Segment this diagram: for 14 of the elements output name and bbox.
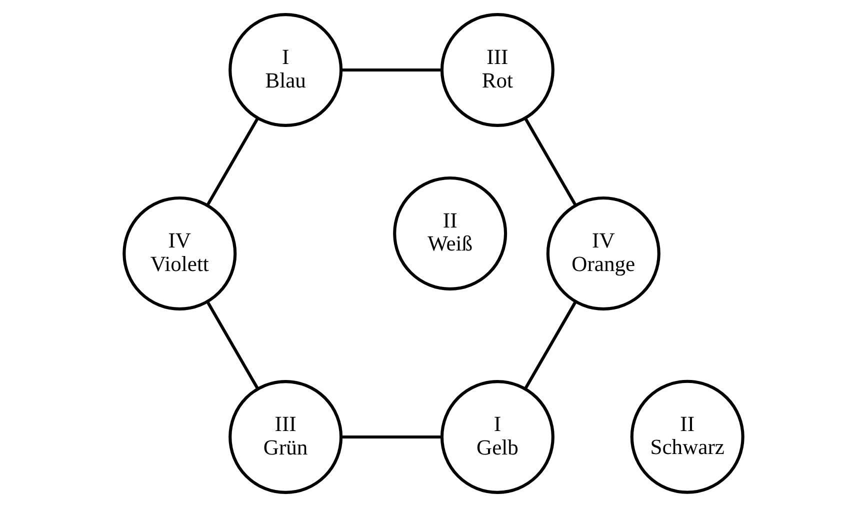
node-circle: IV Orange xyxy=(546,196,660,310)
node-circle: III Grün xyxy=(228,380,343,494)
node-circle: IV Violett xyxy=(122,196,237,310)
node-circle: I Blau xyxy=(228,13,343,128)
connector xyxy=(206,301,260,390)
connector xyxy=(342,435,442,439)
node-circle: I Gelb xyxy=(440,380,554,494)
connector xyxy=(524,117,577,206)
connector xyxy=(206,118,259,206)
node-circle: III Rot xyxy=(440,13,554,128)
connector xyxy=(341,68,442,72)
connector xyxy=(524,300,577,390)
node-circle: II Schwarz xyxy=(630,380,744,494)
node-circle: II Weiß xyxy=(393,176,508,290)
